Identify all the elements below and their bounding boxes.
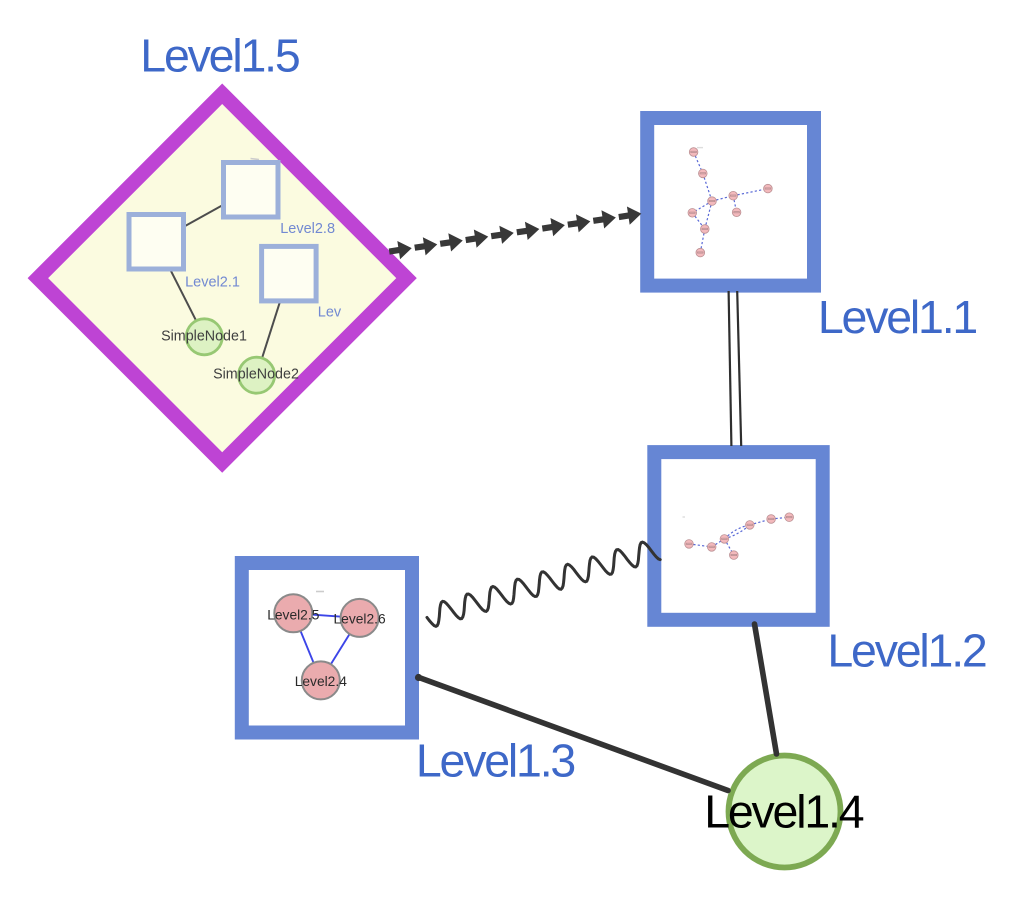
svg-text:Level2.5: Level2.5 xyxy=(267,607,319,622)
svg-text:Level1.4: Level1.4 xyxy=(704,785,864,837)
svg-text:SimpleNode2: SimpleNode2 xyxy=(213,367,299,383)
svg-text:SimpleNode1: SimpleNode1 xyxy=(161,329,247,345)
svg-text:Level2.6: Level2.6 xyxy=(334,612,386,627)
svg-text:Level2.4: Level2.4 xyxy=(295,674,347,689)
svg-text:Lev: Lev xyxy=(318,304,342,320)
svg-text:Level1.1: Level1.1 xyxy=(818,291,977,343)
svg-text:Level2.8: Level2.8 xyxy=(280,221,335,237)
svg-text:Level1.2: Level1.2 xyxy=(827,625,986,677)
svg-text:Level1.3: Level1.3 xyxy=(416,735,575,787)
svg-text:Level1.5: Level1.5 xyxy=(140,30,299,82)
svg-text:Level2.1: Level2.1 xyxy=(185,275,240,291)
